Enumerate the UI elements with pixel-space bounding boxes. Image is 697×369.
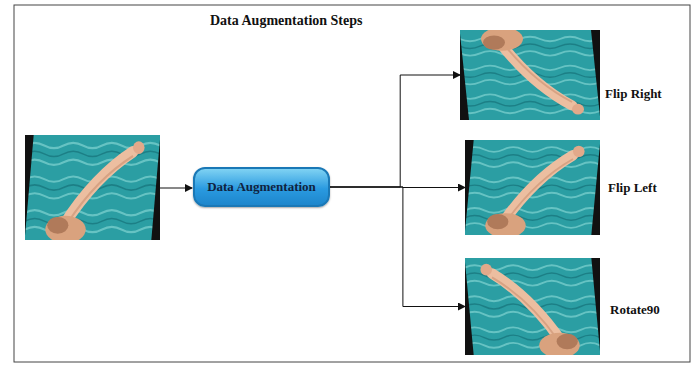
flip-right-image	[460, 27, 600, 120]
box-label: Data Augmentation	[207, 179, 316, 195]
augmentation-label: Flip Left	[608, 180, 657, 196]
connector-arrow	[330, 75, 460, 187]
flip-left-image	[465, 140, 600, 238]
image-node: Rotate90	[465, 258, 600, 355]
input-image	[25, 135, 160, 243]
image-node: Flip Left	[465, 140, 600, 235]
process-box: Data Augmentation	[193, 167, 330, 207]
input-arrow	[160, 188, 192, 189]
image-node: Flip Right	[460, 30, 600, 120]
outer-frame	[14, 5, 690, 362]
diagram-title: Data Augmentation Steps	[210, 13, 362, 29]
rotate-image	[465, 258, 600, 358]
connector-arrow	[330, 187, 465, 307]
augmentation-label: Rotate90	[610, 302, 660, 318]
augmentation-label: Flip Right	[605, 86, 662, 102]
